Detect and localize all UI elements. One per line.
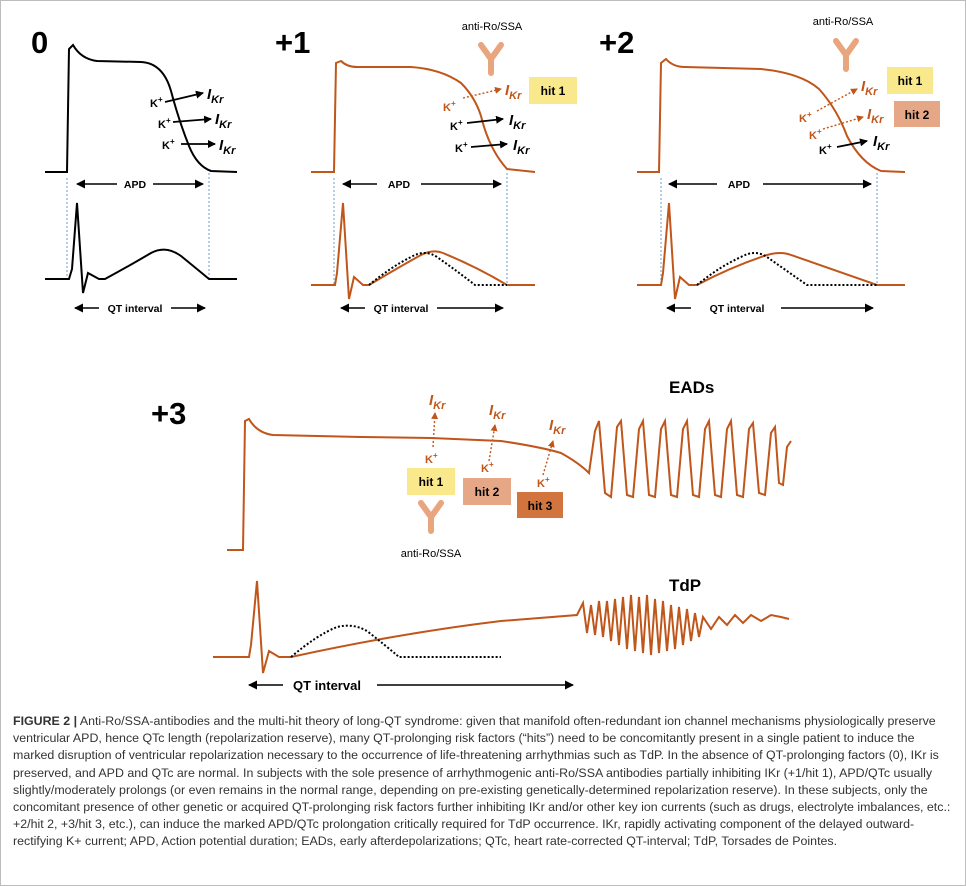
- ikr-label: IKr: [861, 78, 878, 98]
- panel-plus1: +1 anti-Ro/SSA K+ IKr hit 1 K+ K+ IKr IK…: [275, 21, 577, 315]
- qt-interval-label: QT interval: [374, 303, 429, 315]
- hit2-label: hit 2: [905, 108, 930, 122]
- k-ion-label: K+: [162, 137, 175, 152]
- ikr-label: IKr: [207, 86, 224, 106]
- action-potential-trace: [227, 417, 792, 551]
- figure-caption: FIGURE 2 | Anti-Ro/SSA-antibodies and th…: [13, 713, 957, 851]
- k-ion-label: K+: [450, 118, 463, 133]
- ikr-label: IKr: [505, 82, 522, 102]
- antibody-icon: [481, 45, 501, 73]
- hit1-label: hit 1: [898, 74, 923, 88]
- ikr-arrows: [164, 90, 216, 148]
- panel-plus3: +3 EADs TdP anti-Ro/SSA hit 1 hit 2 hit …: [151, 378, 792, 693]
- hit1-label: hit 1: [541, 84, 566, 98]
- ikr-label: IKr: [429, 392, 446, 412]
- inhibited-ikr-arrow: [462, 86, 502, 99]
- panel-plus2-label: +2: [599, 25, 634, 60]
- k-ion-label: K+: [799, 110, 812, 125]
- ecg-trace-normal-dotted: [368, 252, 507, 286]
- figure-illustration: 0 K+ K+ K+ IKr IKr IKr APD QT interval +…: [31, 16, 940, 693]
- ikr-arrow: [836, 138, 868, 148]
- hit1-box: [407, 468, 455, 495]
- k-ion-label: K+: [819, 142, 832, 157]
- panel-plus2: +2 anti-Ro/SSA K+ K+ IKr IKr hit 1 hit 2…: [599, 16, 940, 315]
- panel-0: 0 K+ K+ K+ IKr IKr IKr APD QT interval: [31, 25, 238, 315]
- ecg-trace-normal-dotted: [696, 252, 877, 286]
- hit3-box: [517, 492, 563, 518]
- antibody-label: anti-Ro/SSA: [813, 16, 874, 28]
- tdp-label: TdP: [669, 576, 701, 595]
- ecg-trace-normal-dotted: [290, 624, 501, 658]
- hit1-label: hit 1: [419, 475, 444, 489]
- apd-label: APD: [388, 179, 411, 191]
- inhibited-ikr-arrow: [488, 424, 498, 462]
- k-ion-label: K+: [150, 95, 163, 110]
- hit1-box: [529, 77, 577, 104]
- ikr-label: IKr: [215, 111, 232, 131]
- k-ion-label: K+: [455, 140, 468, 155]
- qt-interval-label: QT interval: [293, 678, 361, 693]
- k-ion-label: K+: [481, 460, 494, 475]
- hit1-box: [887, 67, 933, 94]
- inhibited-ikr-arrow: [822, 115, 864, 130]
- ikr-label: IKr: [489, 402, 506, 422]
- ikr-label: IKr: [219, 137, 236, 157]
- panel-plus1-label: +1: [275, 25, 310, 60]
- ikr-label: IKr: [513, 137, 530, 157]
- antibody-icon: [421, 503, 441, 531]
- action-potential-trace: [45, 43, 238, 173]
- k-ion-label: K+: [425, 451, 438, 466]
- action-potential-trace: [311, 59, 536, 173]
- ecg-trace: [45, 202, 237, 294]
- caption-text: Anti-Ro/SSA-antibodies and the multi-hit…: [13, 714, 951, 849]
- hit2-box: [463, 478, 511, 505]
- k-ion-label: K+: [443, 99, 456, 114]
- antibody-icon: [836, 41, 856, 69]
- k-ion-label: K+: [158, 116, 171, 131]
- ikr-label: IKr: [509, 112, 526, 132]
- apd-label: APD: [124, 179, 147, 191]
- panel-plus3-label: +3: [151, 396, 186, 431]
- ikr-label: IKr: [873, 133, 890, 153]
- k-ion-label: K+: [537, 475, 550, 490]
- eads-label: EADs: [669, 378, 714, 397]
- ikr-label: IKr: [549, 417, 566, 437]
- ikr-arrows: [466, 115, 508, 149]
- antibody-label: anti-Ro/SSA: [462, 21, 523, 33]
- inhibited-ikr-arrow: [431, 412, 439, 448]
- caption-label: FIGURE 2 |: [13, 714, 78, 728]
- hit3-label: hit 3: [528, 499, 553, 513]
- antibody-label: anti-Ro/SSA: [401, 548, 462, 560]
- action-potential-trace: [637, 57, 906, 173]
- ecg-trace-prolonged: [311, 202, 535, 300]
- qt-interval-label: QT interval: [108, 303, 163, 315]
- hit2-label: hit 2: [475, 485, 500, 499]
- ecg-trace-prolonged: [213, 580, 790, 674]
- apd-label: APD: [728, 179, 751, 191]
- inhibited-ikr-arrow: [542, 440, 555, 476]
- panel-0-label: 0: [31, 25, 48, 60]
- k-ion-label: K+: [809, 127, 822, 142]
- qt-interval-label: QT interval: [710, 303, 765, 315]
- ikr-label: IKr: [867, 106, 884, 126]
- hit2-box: [894, 101, 940, 127]
- ecg-trace-prolonged: [637, 202, 905, 300]
